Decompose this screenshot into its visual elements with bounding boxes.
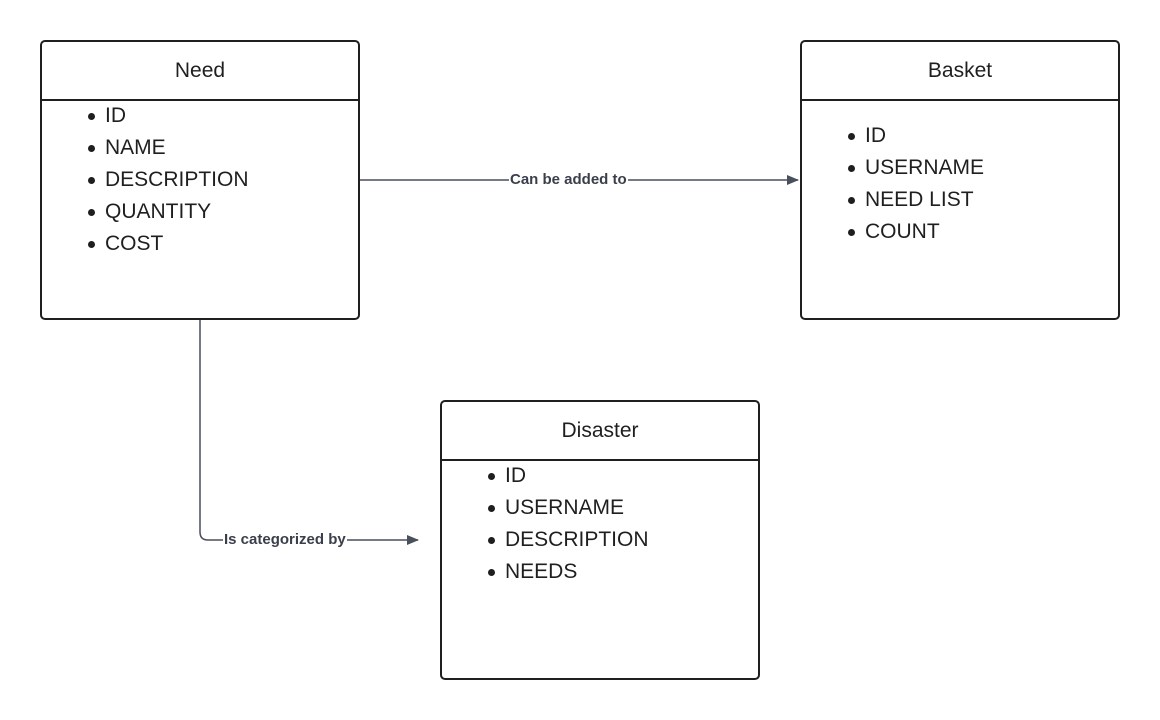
bullet-icon [88, 113, 95, 120]
list-item: COUNT [848, 216, 984, 248]
entity-basket[interactable]: Basket ID USERNAME NEED LIST COUNT [800, 40, 1120, 320]
list-item: ID [848, 120, 984, 152]
bullet-icon [88, 241, 95, 248]
relationship-label-is-categorized-by: Is categorized by [223, 531, 347, 549]
bullet-icon [488, 569, 495, 576]
list-item: DESCRIPTION [488, 524, 649, 556]
bullet-icon [88, 209, 95, 216]
list-item: ID [88, 100, 249, 132]
list-item: DESCRIPTION [88, 164, 249, 196]
bullet-icon [848, 197, 855, 204]
bullet-icon [488, 505, 495, 512]
entity-basket-attributes: ID USERNAME NEED LIST COUNT [848, 120, 984, 248]
entity-disaster-title: Disaster [442, 402, 758, 461]
list-item: NAME [88, 132, 249, 164]
list-item: NEEDS [488, 556, 649, 588]
entity-need-title: Need [42, 42, 358, 101]
list-item: NEED LIST [848, 184, 984, 216]
entity-need-attributes: ID NAME DESCRIPTION QUANTITY COST [88, 100, 249, 260]
connector-need-to-disaster [199, 320, 419, 545]
bullet-icon [88, 145, 95, 152]
entity-basket-title: Basket [802, 42, 1118, 101]
relationship-label-can-be-added-to: Can be added to [509, 171, 628, 189]
list-item: USERNAME [488, 492, 649, 524]
entity-need[interactable]: Need ID NAME DESCRIPTION QUANTITY COST [40, 40, 360, 320]
bullet-icon [88, 177, 95, 184]
bullet-icon [848, 229, 855, 236]
list-item: QUANTITY [88, 196, 249, 228]
list-item: USERNAME [848, 152, 984, 184]
bullet-icon [848, 165, 855, 172]
entity-disaster[interactable]: Disaster ID USERNAME DESCRIPTION NEEDS [440, 400, 760, 680]
bullet-icon [848, 133, 855, 140]
list-item: COST [88, 228, 249, 260]
bullet-icon [488, 537, 495, 544]
entity-disaster-attributes: ID USERNAME DESCRIPTION NEEDS [488, 460, 649, 588]
bullet-icon [488, 473, 495, 480]
list-item: ID [488, 460, 649, 492]
